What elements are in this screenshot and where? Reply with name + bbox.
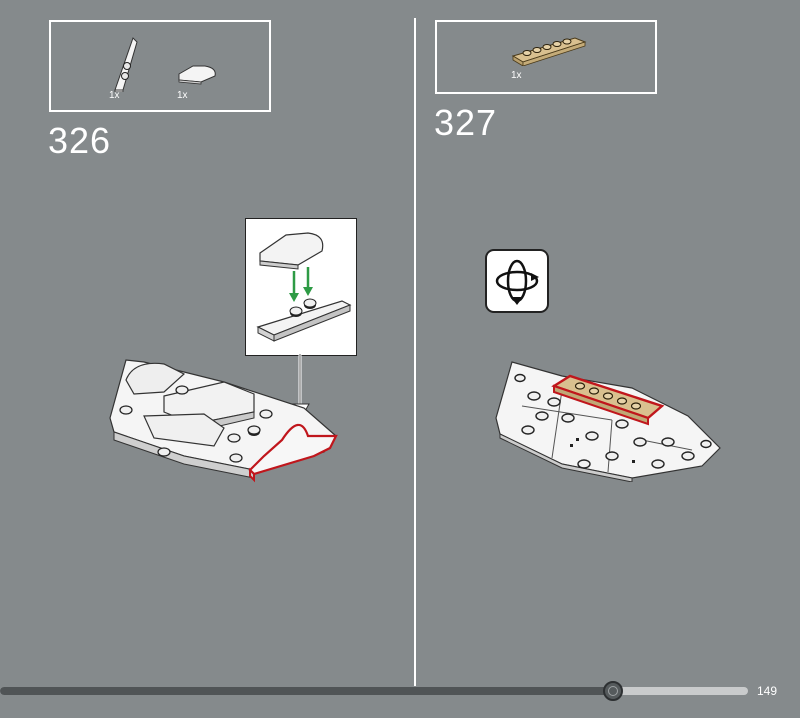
page-divider	[414, 18, 416, 686]
parts-list-327: 1x	[435, 20, 657, 94]
white-round-tile-icon	[178, 65, 216, 85]
progress-knob[interactable]	[603, 681, 623, 701]
step-number: 326	[48, 120, 112, 161]
tan-plate-1x6-icon	[511, 37, 587, 66]
page-number: 149	[757, 684, 778, 698]
part-qty: 1x	[511, 70, 522, 81]
model-assembly-327	[495, 361, 721, 482]
part-qty: 1x	[177, 90, 188, 101]
rotate-model-icon	[485, 249, 549, 313]
model-assembly-326	[109, 359, 338, 483]
parts-list-326: 1x 1x	[49, 20, 271, 112]
progress-fill	[0, 687, 613, 695]
subassembly-callout	[245, 218, 357, 356]
step-number: 327	[434, 102, 498, 143]
subassembly-illustration	[256, 232, 352, 342]
white-wedge-plate-icon	[114, 37, 138, 92]
part-qty: 1x	[109, 90, 120, 101]
